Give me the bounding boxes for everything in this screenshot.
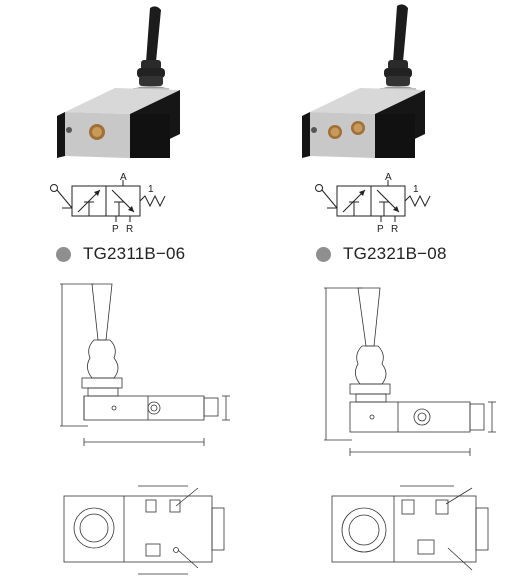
valve-photo-right	[302, 4, 425, 158]
port-r-label: R	[391, 224, 398, 235]
top-view-drawing-left	[63, 485, 225, 575]
port-p-label: P	[112, 224, 119, 235]
model-label: TG2321B−08	[343, 244, 447, 263]
spring-num-label: 1	[413, 184, 419, 195]
bullet-icon	[316, 246, 331, 262]
bullet-icon	[56, 246, 71, 262]
top-view-drawing-right	[331, 485, 489, 571]
port-a-label: A	[120, 172, 127, 183]
pneumatic-symbol-right: A P R 1	[315, 172, 431, 235]
model-label: TG2311B−06	[83, 244, 186, 263]
side-view-drawing-right	[324, 287, 496, 456]
port-a-label: A	[385, 172, 392, 183]
port-r-label: R	[126, 224, 133, 235]
valve-photo-left	[57, 6, 180, 158]
port-p-label: P	[377, 224, 384, 235]
pneumatic-symbol-left: A P R 1	[50, 172, 166, 235]
model-row-right: TG2321B−08	[316, 244, 447, 264]
side-view-drawing-left	[60, 283, 230, 446]
spring-num-label: 1	[148, 184, 154, 195]
model-row-left: TG2311B−06	[56, 244, 185, 264]
